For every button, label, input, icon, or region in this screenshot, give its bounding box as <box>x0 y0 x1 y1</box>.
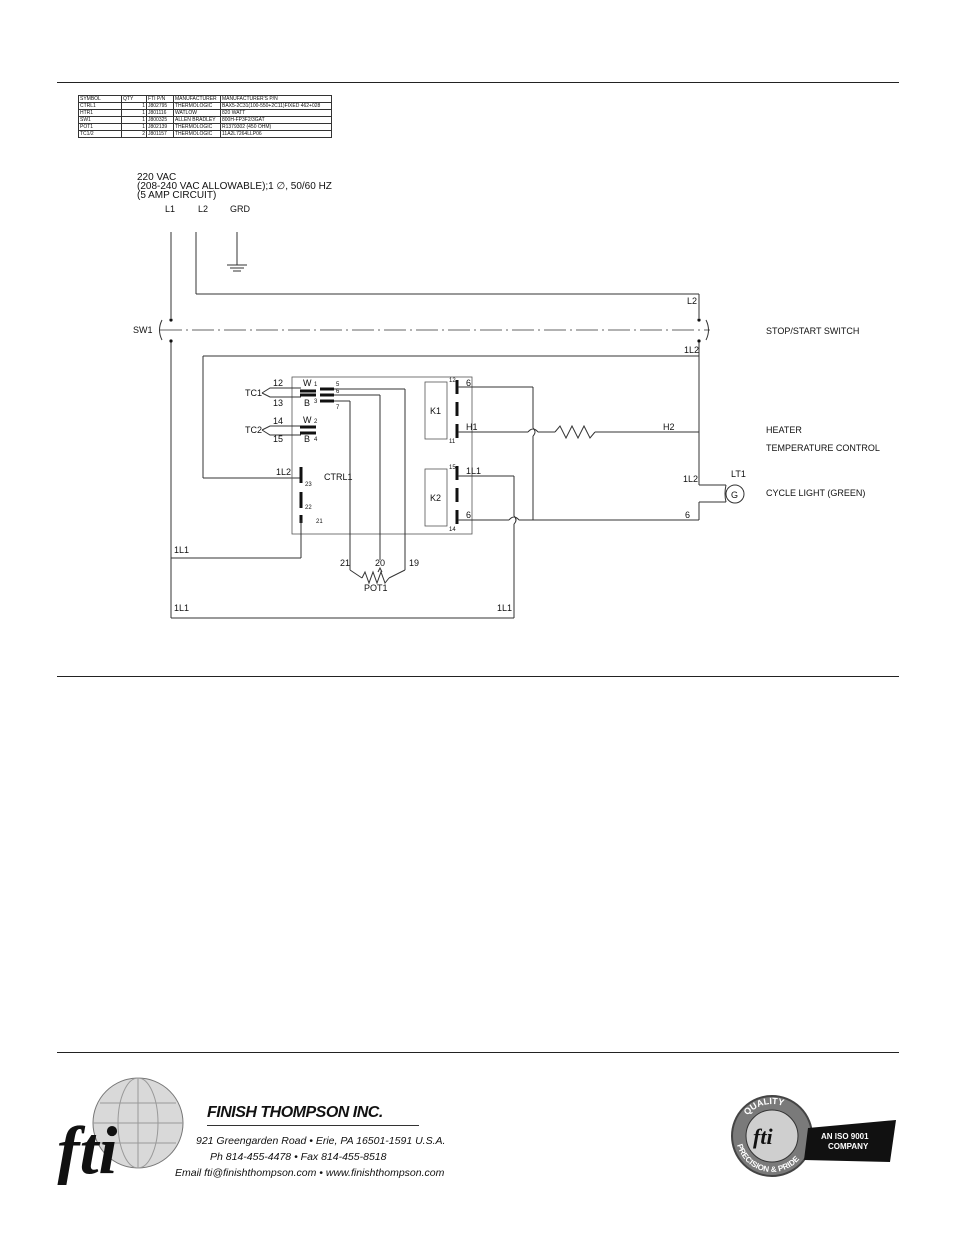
pin-6-label: 6 <box>336 389 340 395</box>
contact-22-label: 22 <box>305 505 312 511</box>
legend-temperature-control: TEMPERATURE CONTROL <box>766 443 880 453</box>
pin-7-label: 7 <box>336 405 340 411</box>
footer-rule <box>57 1052 899 1053</box>
tc1-pin-1-label: 1 <box>314 382 318 388</box>
pot1-label: POT1 <box>364 583 388 593</box>
bom-cell: 11A2L7264LLP06 <box>220 130 332 138</box>
k2-pin-14-label: 14 <box>449 527 456 533</box>
bill-of-materials-table: SYMBOL QTY FTI P/N MANUFACTURER MANUFACT… <box>78 95 332 138</box>
contact-21-label: 21 <box>316 519 323 525</box>
lt-g-label: G <box>731 490 738 500</box>
pot1-potentiometer <box>349 566 406 585</box>
ctrl-1l2-label: 1L2 <box>276 467 291 477</box>
wire-1l1-label: 1L1 <box>466 466 481 476</box>
terminal-12-label: 12 <box>273 378 283 388</box>
l2-wire <box>195 232 700 318</box>
ctrl1-box <box>291 376 473 535</box>
tc1-label: TC1 <box>245 388 262 398</box>
ctrl1-output-pins <box>320 387 406 570</box>
heater-element <box>554 424 699 440</box>
h1-label: H1 <box>466 422 478 432</box>
company-phone: Ph 814-455-4478 • Fax 814-455-8518 <box>210 1151 387 1163</box>
bottom-1l1-left-label: 1L1 <box>174 603 189 613</box>
l1-label: L1 <box>165 204 175 214</box>
company-address: 921 Greengarden Road • Erie, PA 16501-15… <box>196 1135 446 1147</box>
wiring-schematic: 220 VAC (208-240 VAC ALLOWABLE);1 ∅, 50/… <box>133 172 880 619</box>
lt1-cycle-light <box>699 484 745 504</box>
k2-pin-15-label: 15 <box>449 465 456 471</box>
l2-top-label: L2 <box>687 296 697 306</box>
company-underline <box>207 1125 419 1126</box>
terminal-15-label: 15 <box>273 434 283 444</box>
iso-line-2: COMPANY <box>828 1142 869 1151</box>
bom-header-row: SYMBOL QTY FTI P/N MANUFACTURER MANUFACT… <box>78 95 332 103</box>
tc2-label: TC2 <box>245 425 262 435</box>
tc1-thermocouple <box>261 387 316 398</box>
tc1-b-label: B <box>304 398 310 408</box>
lt-1l2-label: 1L2 <box>683 474 698 484</box>
terminal-14-label: 14 <box>273 416 283 426</box>
wire-6-top-label: 6 <box>466 378 471 388</box>
seal-fti-text: fti <box>753 1124 773 1149</box>
pin-5-label: 5 <box>336 382 340 388</box>
legend-cycle-light: CYCLE LIGHT (GREEN) <box>766 488 865 498</box>
iso-9001-seal: QUALITY PRECISION & PRIDE fti AN ISO 900… <box>731 1095 896 1177</box>
tc2-pin-4-label: 4 <box>314 437 318 443</box>
lt1-label: LT1 <box>731 469 746 479</box>
wire-6-bottom-label: 6 <box>466 510 471 520</box>
sw1-label: SW1 <box>133 325 153 335</box>
tc2-w-label: W <box>303 415 312 425</box>
pin-3-label: 3 <box>314 399 318 405</box>
tc2-thermocouple <box>261 425 316 436</box>
ctrl1-contacts <box>171 467 303 559</box>
contact-23-label: 23 <box>305 482 312 488</box>
fti-globe-logo: fti <box>57 1077 184 1185</box>
pot-20-label: 20 <box>375 558 385 568</box>
legend-stop-start-switch: STOP/START SWITCH <box>766 326 859 336</box>
k1-relay <box>424 380 555 520</box>
company-email-website: Email fti@finishthompson.com • www.finis… <box>175 1167 445 1179</box>
pot-21-label: 21 <box>340 558 350 568</box>
ground-symbol <box>227 232 247 272</box>
tc2-b-label: B <box>304 434 310 444</box>
top-rule <box>57 82 899 83</box>
middle-rule <box>57 676 899 677</box>
1l2-bus <box>202 342 700 485</box>
bom-row: TC1/2 2 J801157 THERMOLOGIC 11A2L7264LLP… <box>78 130 332 138</box>
lt-wire-6-label: 6 <box>685 510 690 520</box>
k2-relay <box>424 466 700 618</box>
iso-line-1: AN ISO 9001 <box>821 1132 869 1141</box>
left-1l1-label: 1L1 <box>174 545 189 555</box>
supply-range-label: (208-240 VAC ALLOWABLE);1 ∅, 50/60 HZ <box>137 181 332 192</box>
fti-logo-text: fti <box>57 1112 118 1185</box>
terminal-13-label: 13 <box>273 398 283 408</box>
k1-pin-11-label: 11 <box>449 439 456 445</box>
1l2-switched-label: 1L2 <box>684 345 699 355</box>
supply-voltage-label: 220 VAC <box>137 172 176 183</box>
k2-label: K2 <box>430 493 441 503</box>
sw1-switch <box>159 318 710 343</box>
tc1-w-label: W <box>303 378 312 388</box>
legend-heater: HEATER <box>766 425 802 435</box>
ctrl1-label: CTRL1 <box>324 472 353 482</box>
pot-19-label: 19 <box>409 558 419 568</box>
k1-label: K1 <box>430 406 441 416</box>
tc2-pin-2-label: 2 <box>314 419 318 425</box>
grd-label: GRD <box>230 204 251 214</box>
k1-pin-12-label: 12 <box>449 378 456 384</box>
l2-label: L2 <box>198 204 208 214</box>
h2-label: H2 <box>663 422 675 432</box>
company-name: FINISH THOMPSON INC. <box>207 1104 383 1121</box>
supply-circuit-label: (5 AMP CIRCUIT) <box>137 190 216 201</box>
bottom-1l1-right-label: 1L1 <box>497 603 512 613</box>
